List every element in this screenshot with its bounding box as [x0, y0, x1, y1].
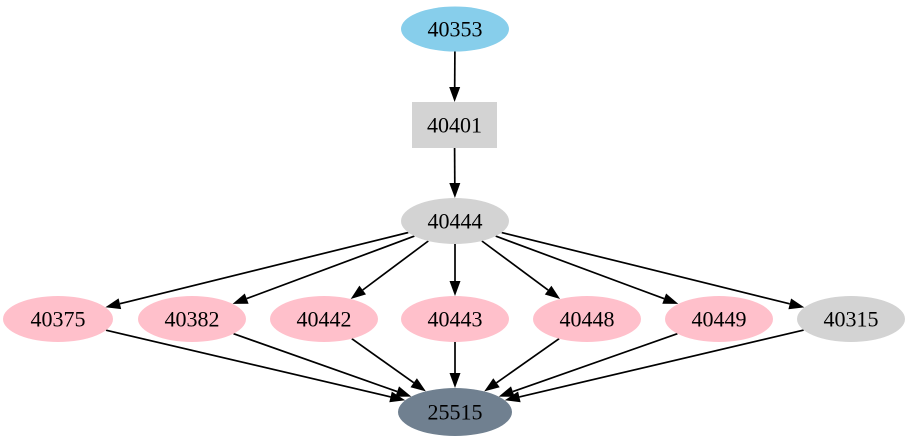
arrowhead-40444-40382	[232, 293, 249, 304]
edge-40444-40375	[119, 231, 409, 305]
edge-40444-40382	[246, 235, 415, 300]
edge-40375-25515	[105, 329, 391, 398]
node-40382: 40382	[138, 296, 246, 342]
node-40353: 40353	[401, 6, 509, 52]
edge-40444-40448	[481, 240, 549, 291]
node-40442: 40442	[270, 296, 378, 342]
arrowhead-40375-25515	[389, 391, 406, 403]
arrowhead-40444-40375	[105, 298, 122, 310]
node-40315-label: 40315	[824, 307, 879, 332]
node-40449-shape	[665, 296, 773, 342]
node-40444-shape	[401, 198, 509, 244]
node-40448: 40448	[533, 296, 641, 342]
node-40375: 40375	[3, 296, 113, 342]
node-40442-shape	[270, 296, 378, 342]
arrowhead-40444-40443	[449, 281, 461, 296]
edge-40315-25515	[519, 329, 804, 398]
node-40315: 40315	[797, 296, 905, 342]
arrowhead-40382-25515	[395, 386, 412, 397]
arrowhead-40444-40448	[544, 285, 561, 299]
edge-40444-40449	[495, 235, 665, 300]
node-40443-shape	[401, 296, 509, 342]
node-40444: 40444	[401, 198, 509, 244]
node-40448-shape	[533, 296, 641, 342]
edge-40449-25515	[512, 332, 678, 393]
node-40443: 40443	[401, 296, 509, 342]
node-40353-shape	[401, 6, 509, 52]
edges-layer	[105, 51, 805, 403]
node-40401: 40401	[412, 102, 497, 148]
node-40449-label: 40449	[692, 307, 747, 332]
edge-40382-25515	[233, 332, 398, 393]
node-25515: 25515	[398, 388, 512, 436]
edge-40448-25515	[496, 338, 560, 384]
arrowhead-40443-25515	[449, 373, 461, 388]
edge-40444-40315	[501, 231, 790, 305]
node-40448-label: 40448	[560, 307, 615, 332]
node-40444-label: 40444	[428, 209, 483, 234]
node-40401-label: 40401	[427, 113, 482, 138]
edge-40442-25515	[351, 338, 415, 384]
arrowhead-40444-40442	[350, 285, 366, 299]
node-40401-shape	[412, 102, 497, 148]
node-40449: 40449	[665, 296, 773, 342]
arrowhead-40444-40315	[788, 298, 805, 310]
arrowhead-40442-25515	[410, 378, 426, 392]
node-40353-label: 40353	[428, 17, 483, 42]
arrowhead-40444-40449	[662, 293, 679, 304]
arrowhead-40449-25515	[498, 386, 515, 397]
node-25515-shape	[398, 388, 512, 436]
node-40315-shape	[797, 296, 905, 342]
node-40442-label: 40442	[297, 307, 352, 332]
node-25515-label: 25515	[428, 400, 483, 425]
node-40375-label: 40375	[31, 307, 86, 332]
node-40443-label: 40443	[428, 307, 483, 332]
arrowhead-40448-25515	[484, 378, 500, 392]
node-40375-shape	[3, 296, 113, 342]
node-40382-label: 40382	[165, 307, 220, 332]
edge-40444-40442	[362, 240, 429, 291]
arrowhead-40353-40401	[449, 87, 461, 102]
arrowhead-40401-40444	[449, 183, 461, 198]
arrowhead-40315-25515	[504, 391, 521, 403]
node-40382-shape	[138, 296, 246, 342]
